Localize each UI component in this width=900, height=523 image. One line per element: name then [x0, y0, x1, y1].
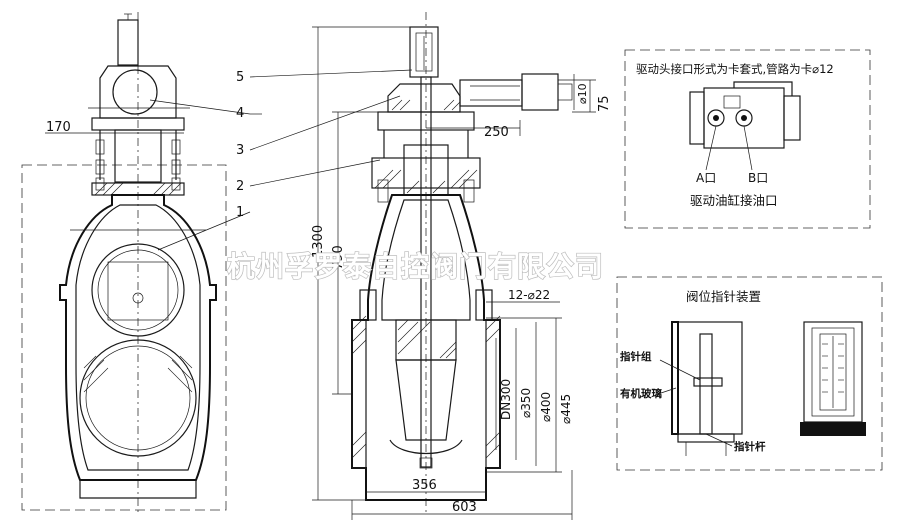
dim-1300: 1300 [311, 225, 326, 258]
dim-603: 603 [452, 500, 477, 515]
section-gate-wedge [395, 359, 457, 441]
indicator-rod [699, 333, 713, 435]
section-yoke-plate [377, 111, 475, 131]
part-label-3: 3 [236, 143, 244, 158]
section-cylinder-end [521, 73, 559, 111]
dim-d400: ⌀400 [539, 392, 553, 422]
pointer-rod-label: 指针杆 [734, 440, 766, 453]
dim-170-group: 170 [45, 120, 184, 135]
side-cylinder [117, 19, 139, 66]
drive-panel-title: 驱动头接口形式为卡套式,管路为卡⌀12 [636, 62, 834, 76]
part-callouts: 5 4 3 2 1 [149, 69, 413, 251]
section-valve-body [351, 194, 501, 501]
dim-790: 790 [331, 245, 346, 270]
port-b-label: B口 [748, 171, 768, 185]
section-hydraulic-cylinder [459, 79, 523, 107]
dim-75: 75 [597, 95, 612, 112]
part-label-2: 2 [236, 179, 244, 194]
side-port-opening [79, 339, 197, 457]
side-actuator-motor [112, 69, 158, 115]
dim-170: 170 [46, 120, 71, 135]
side-view [21, 12, 227, 512]
dim-d350: ⌀350 [519, 388, 533, 418]
pointer-group-label: 指针组 [620, 350, 652, 363]
drive-panel-caption: 驱动油缸接油口 [690, 193, 778, 208]
indicator-base [800, 422, 866, 436]
section-bonnet-flange [371, 157, 481, 189]
side-gate-disc [91, 243, 185, 337]
dim-dn300: DN300 [499, 379, 513, 420]
section-view [351, 12, 573, 512]
dim-d10: ⌀10 [576, 83, 589, 104]
section-dimensions: 250 1300 790 75 ⌀10 12-⌀22 DN300 ⌀350 ⌀4… [311, 26, 612, 520]
part-label-4: 4 [236, 106, 244, 121]
dim-holes: 12-⌀22 [508, 288, 550, 302]
section-stem [420, 76, 432, 468]
side-view-envelope [21, 164, 227, 511]
drive-interface-panel: 驱动头接口形式为卡套式,管路为卡⌀12 A口 B口 驱动油缸接油口 [624, 49, 871, 229]
indicator-panel-title: 阀位指针装置 [686, 289, 761, 304]
dim-356: 356 [412, 478, 437, 493]
dim-d445: ⌀445 [559, 394, 573, 424]
part-label-5: 5 [236, 70, 244, 85]
section-bolts [377, 179, 475, 203]
section-actuator-head [387, 83, 461, 113]
dim-250: 250 [484, 125, 509, 140]
side-bolts [95, 139, 181, 191]
indicator-pointer [693, 377, 723, 387]
company-watermark: 杭州孚罗泰自控阀门有限公司 [227, 250, 604, 283]
glass-label: 有机玻璃 [620, 387, 662, 400]
indicator-panel: 阀位指针装置 指针组 有机玻璃 指针杆 [616, 276, 883, 471]
side-bonnet [114, 129, 162, 183]
port-a-label: A口 [696, 171, 716, 185]
part-label-1: 1 [236, 205, 244, 220]
